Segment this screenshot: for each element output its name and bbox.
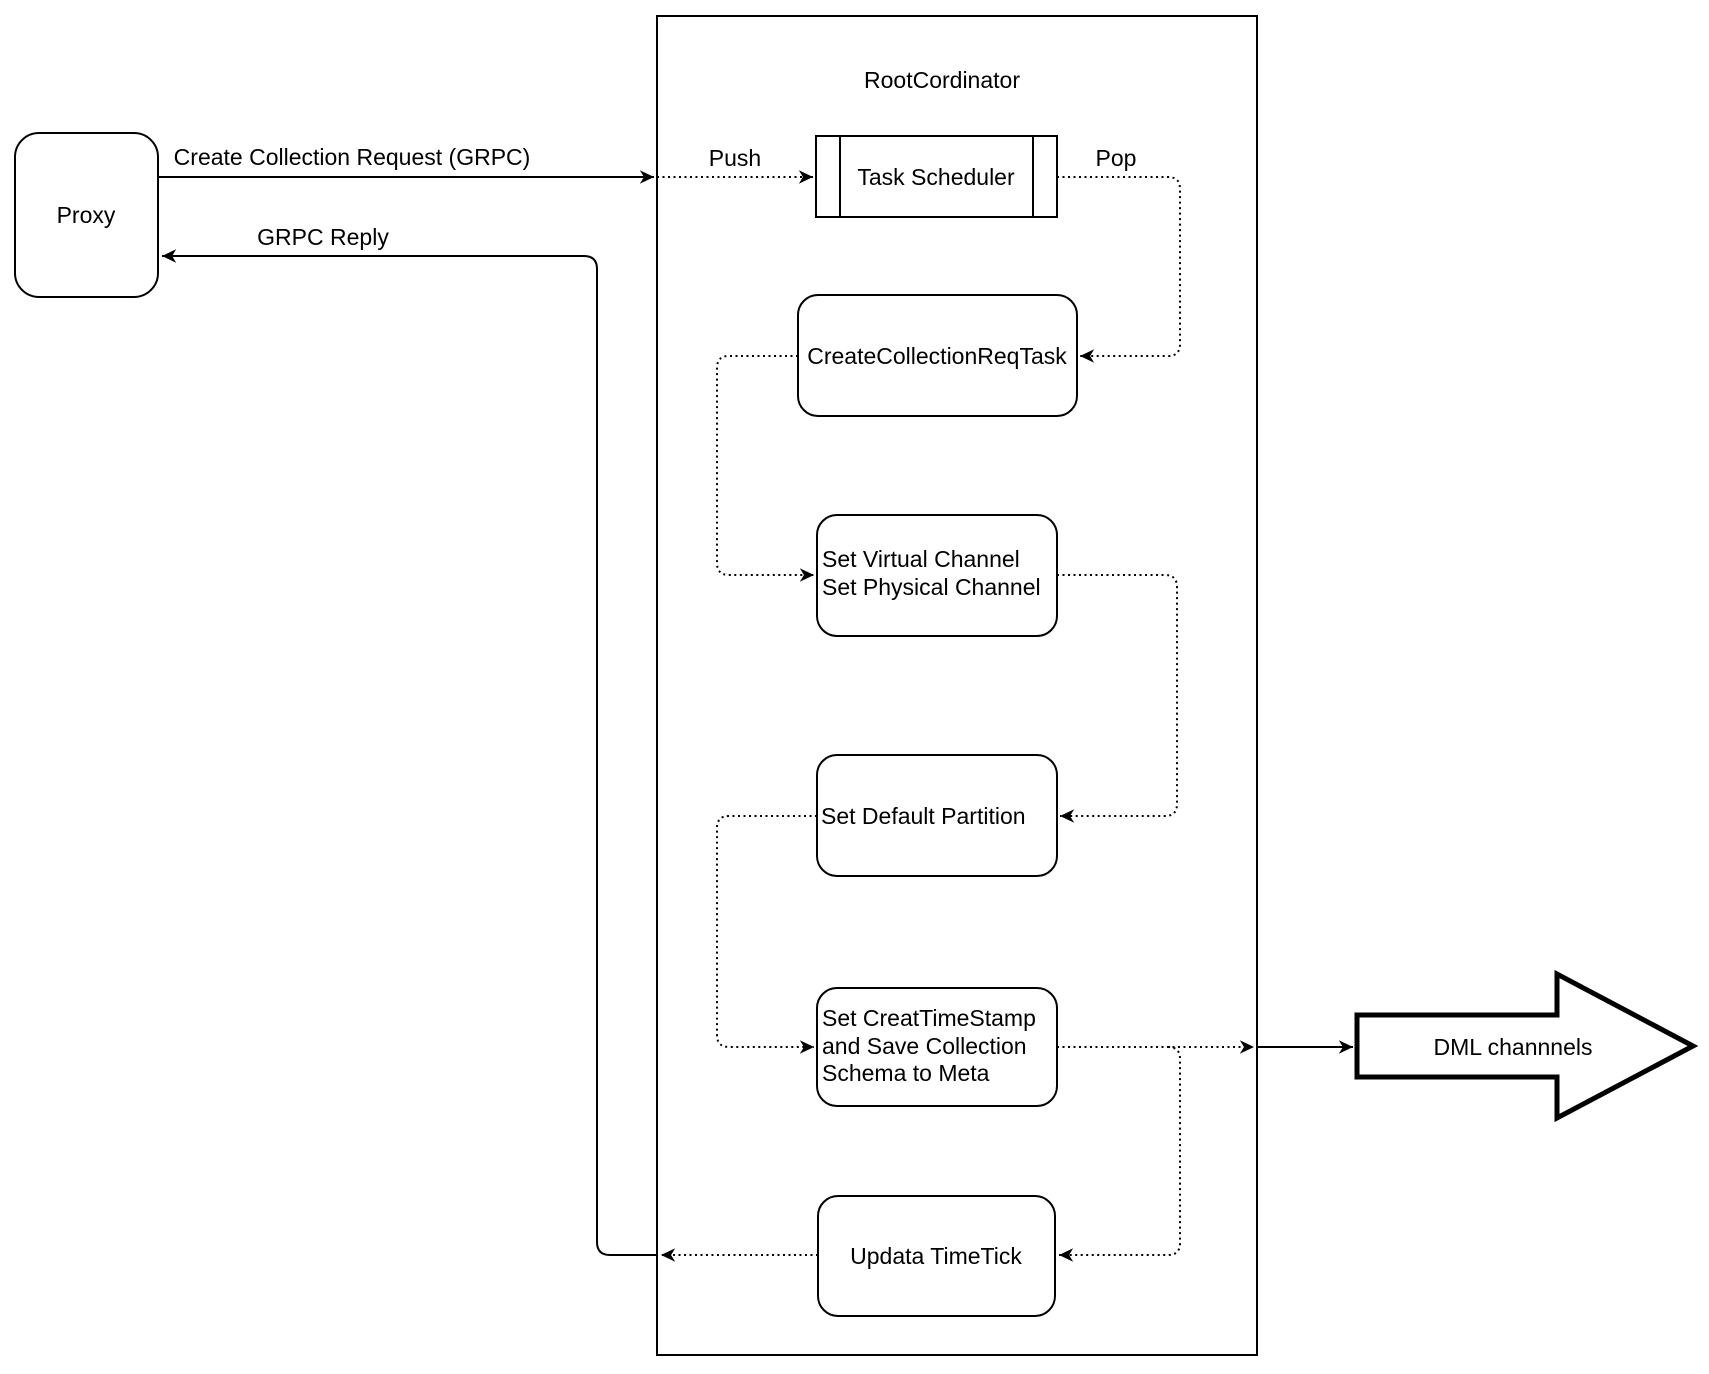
- set-virtual-channel-line2: Set Physical Channel: [822, 574, 1041, 600]
- rootcordinator-title: RootCordinator: [864, 67, 1020, 93]
- set-virtual-channel-node: Set Virtual Channel Set Physical Channel: [816, 514, 1058, 637]
- proxy-label: Proxy: [57, 202, 116, 228]
- create-collection-req-task-label: CreateCollectionReqTask: [807, 343, 1067, 369]
- edge-push-label: Push: [709, 145, 761, 171]
- edge-push: Push: [657, 145, 813, 184]
- edge-pop-label: Pop: [1096, 145, 1137, 171]
- dml-arrow-shape: [1354, 969, 1699, 1123]
- set-creat-timestamp-line1: Set CreatTimeStamp: [822, 1005, 1036, 1031]
- edge-svc-to-sdp: [1057, 574, 1178, 823]
- set-virtual-channel-line1: Set Virtual Channel: [822, 546, 1020, 572]
- edge-grpc-reply-label: GRPC Reply: [257, 224, 389, 250]
- updata-timetick-label: Updata TimeTick: [850, 1243, 1022, 1269]
- set-default-partition-node: Set Default Partition: [816, 754, 1058, 877]
- set-creat-timestamp-line2: and Save Collection: [822, 1033, 1027, 1059]
- dml-channels-label: DML channnels: [1434, 1034, 1593, 1060]
- set-default-partition-label: Set Default Partition: [821, 803, 1026, 829]
- edge-create-collection-request-label: Create Collection Request (GRPC): [174, 144, 531, 170]
- edge-create-collection-request: Create Collection Request (GRPC): [158, 144, 654, 184]
- edge-scts-to-utt: [1059, 1046, 1181, 1262]
- edge-grpc-reply: GRPC Reply: [162, 224, 656, 1256]
- set-creat-timestamp-node: Set CreatTimeStamp and Save Collection S…: [816, 987, 1058, 1107]
- edge-sdp-to-scts: [716, 815, 817, 1054]
- edge-ccrt-to-svc: [716, 355, 814, 582]
- rootcordinator-container: RootCordinator: [656, 15, 1258, 1356]
- edge-pop: Pop: [1057, 145, 1181, 363]
- task-scheduler-node: Task Scheduler: [815, 135, 1058, 218]
- create-collection-req-task-node: CreateCollectionReqTask: [797, 294, 1078, 417]
- set-creat-timestamp-line3: Schema to Meta: [822, 1060, 990, 1086]
- updata-timetick-node: Updata TimeTick: [817, 1195, 1056, 1317]
- proxy-node: Proxy: [14, 132, 159, 298]
- task-scheduler-label: Task Scheduler: [857, 164, 1015, 190]
- dml-channels-node: DML channnels: [1354, 969, 1699, 1123]
